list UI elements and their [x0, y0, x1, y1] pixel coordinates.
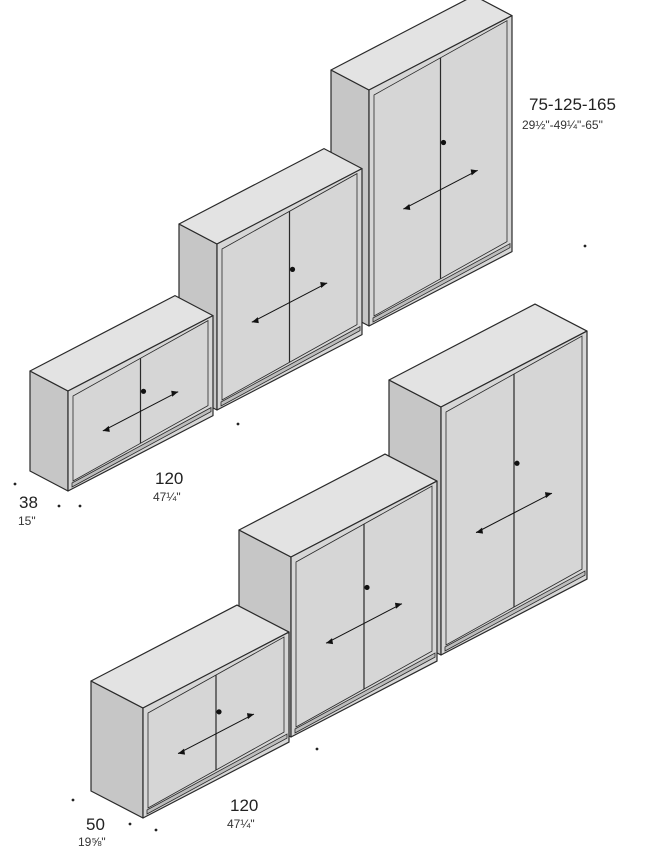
set2-width-label: 120 — [230, 796, 259, 815]
set2-cabinet-medium-arrow-head-right — [394, 602, 402, 609]
reference-dot-4 — [78, 504, 82, 508]
reference-dot-7 — [128, 822, 132, 826]
set1-cabinet-tall-plinth — [372, 242, 511, 323]
reference-dot-3 — [57, 504, 61, 508]
cabinet-set-depth-50 — [90, 303, 588, 819]
set2-cabinet-tall-handle-dot-icon — [514, 460, 520, 466]
set1-cabinet-low-arrow-head-left — [102, 425, 110, 432]
set1-cabinet-low-arrow-head-right — [171, 390, 179, 397]
set1-cabinet-low — [29, 295, 214, 492]
set2-cabinet-medium-plinth — [294, 652, 436, 734]
reference-dots — [13, 244, 587, 832]
set1-cabinet-tall-handle-dot-icon — [440, 139, 447, 146]
set1-cabinet-low-handle-dot-icon — [140, 388, 147, 394]
set1-width-imperial: 47¼" — [153, 490, 181, 504]
reference-dot-8 — [154, 828, 158, 832]
set2-cabinet-low-handle-dot-icon — [216, 709, 222, 715]
set2-cabinet-medium-double-arrow-icon — [325, 603, 403, 644]
set2-depth-imperial: 19⅝" — [78, 835, 106, 849]
set2-cabinet-low-plinth — [146, 733, 288, 815]
set1-depth-imperial: 15" — [18, 514, 36, 528]
set2-width-imperial: 47¼" — [227, 817, 255, 831]
set2-cabinet-tall-door-frame — [445, 335, 583, 646]
set2-cabinet-tall-arrow-head-left — [476, 527, 484, 534]
set1-cabinet-medium-arrow-head-right — [320, 281, 328, 288]
set1-cabinet-tall-arrow-head-right — [470, 169, 478, 176]
reference-dot-6 — [71, 798, 75, 802]
set2-cabinet-tall-arrow-head-right — [544, 492, 552, 499]
set2-cabinet-medium — [238, 453, 438, 738]
set2-cabinet-medium-door-frame — [295, 485, 433, 728]
set2-cabinet-low-arrow-head-left — [178, 748, 186, 755]
set2-cabinet-tall-double-arrow-icon — [475, 492, 553, 534]
set1-cabinet-medium-double-arrow-icon — [251, 282, 328, 323]
height-label: 75-125-165 — [529, 95, 616, 114]
set2-cabinet-tall-plinth — [444, 570, 586, 652]
set2-cabinet-low — [90, 604, 290, 819]
set2-cabinet-medium-handle-dot-icon — [364, 584, 370, 591]
reference-dot-5 — [315, 747, 319, 751]
set1-cabinet-low-side — [29, 370, 69, 492]
set1-cabinet-medium-plinth — [220, 325, 361, 407]
set1-cabinet-tall-door-frame — [373, 19, 508, 317]
set2-depth-label: 50 — [86, 815, 105, 834]
reference-dot-0 — [583, 244, 587, 248]
set1-depth-label: 38 — [19, 493, 38, 512]
set1-cabinet-low-plinth — [71, 406, 212, 488]
set1-cabinet-medium-handle-dot-icon — [289, 266, 296, 272]
reference-dot-2 — [13, 482, 17, 486]
set1-cabinet-tall-double-arrow-icon — [403, 169, 478, 210]
reference-dot-1 — [236, 422, 240, 426]
set1-cabinet-medium-door-frame — [221, 172, 358, 401]
set2-cabinet-medium-arrow-head-left — [326, 638, 334, 645]
height-label-imperial: 29½"-49¼"-65" — [522, 118, 603, 132]
set1-cabinet-low-door-frame — [72, 319, 209, 482]
cabinet-set-depth-38 — [29, 0, 513, 492]
set2-cabinet-low-arrow-head-right — [246, 713, 254, 720]
set1-cabinet-low-double-arrow-icon — [102, 391, 179, 432]
set2-cabinet-low-double-arrow-icon — [177, 713, 255, 755]
set1-cabinet-medium-arrow-head-left — [251, 317, 259, 324]
set2-cabinet-low-door-frame — [147, 636, 285, 809]
set1-width-label: 120 — [155, 469, 184, 488]
set1-cabinet-tall-arrow-head-left — [403, 204, 411, 211]
